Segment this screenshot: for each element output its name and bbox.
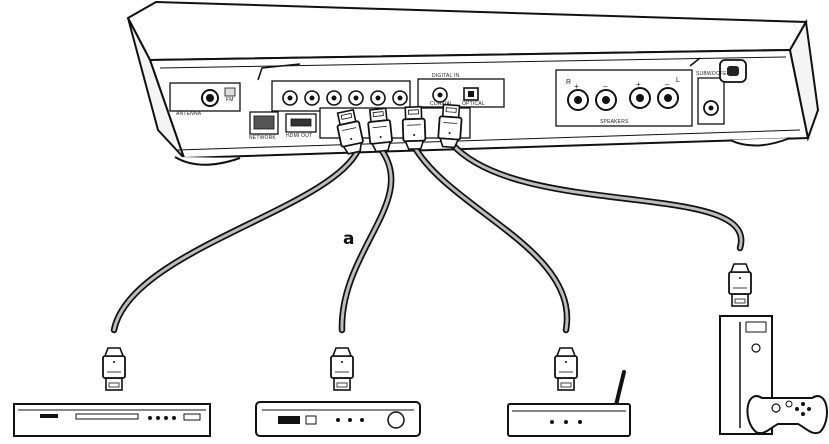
speaker-l-label: L: [676, 77, 680, 84]
speaker-plus-label-r: +: [574, 82, 579, 91]
game-console-icon: [719, 315, 828, 435]
hdmi-plug-device-4: [728, 263, 752, 307]
callout-a: a: [343, 229, 355, 249]
digital-in-label: DIGITAL IN: [432, 73, 460, 79]
fm-label: FM: [226, 97, 234, 103]
streaming-device-icon: [507, 370, 631, 437]
hdmi-out-label: HDMI OUT: [286, 133, 313, 139]
subwoofer-label: SUBWOOFER: [696, 71, 731, 77]
speaker-r-label: R: [566, 79, 572, 86]
hdmi-plug-receiver-3: [401, 105, 427, 151]
hdmi-plug-device-3: [554, 347, 578, 391]
network-label: NETWORK: [249, 135, 276, 141]
antenna-label: ANTENNA: [176, 111, 202, 117]
hdmi-plug-device-1: [102, 347, 126, 391]
speaker-plus-label-l: +: [636, 80, 641, 89]
coaxial-label: COAXIAL: [430, 101, 454, 107]
hdmi-plug-device-2: [330, 347, 354, 391]
disc-player-icon: [13, 403, 211, 437]
set-top-box-icon: [255, 401, 421, 437]
av-receiver: [126, 0, 820, 166]
speakers-label: SPEAKERS: [600, 119, 629, 125]
speaker-minus-label-l: –: [665, 80, 670, 89]
speaker-minus-label-r: –: [603, 82, 608, 91]
optical-label: OPTICAL: [462, 101, 485, 107]
